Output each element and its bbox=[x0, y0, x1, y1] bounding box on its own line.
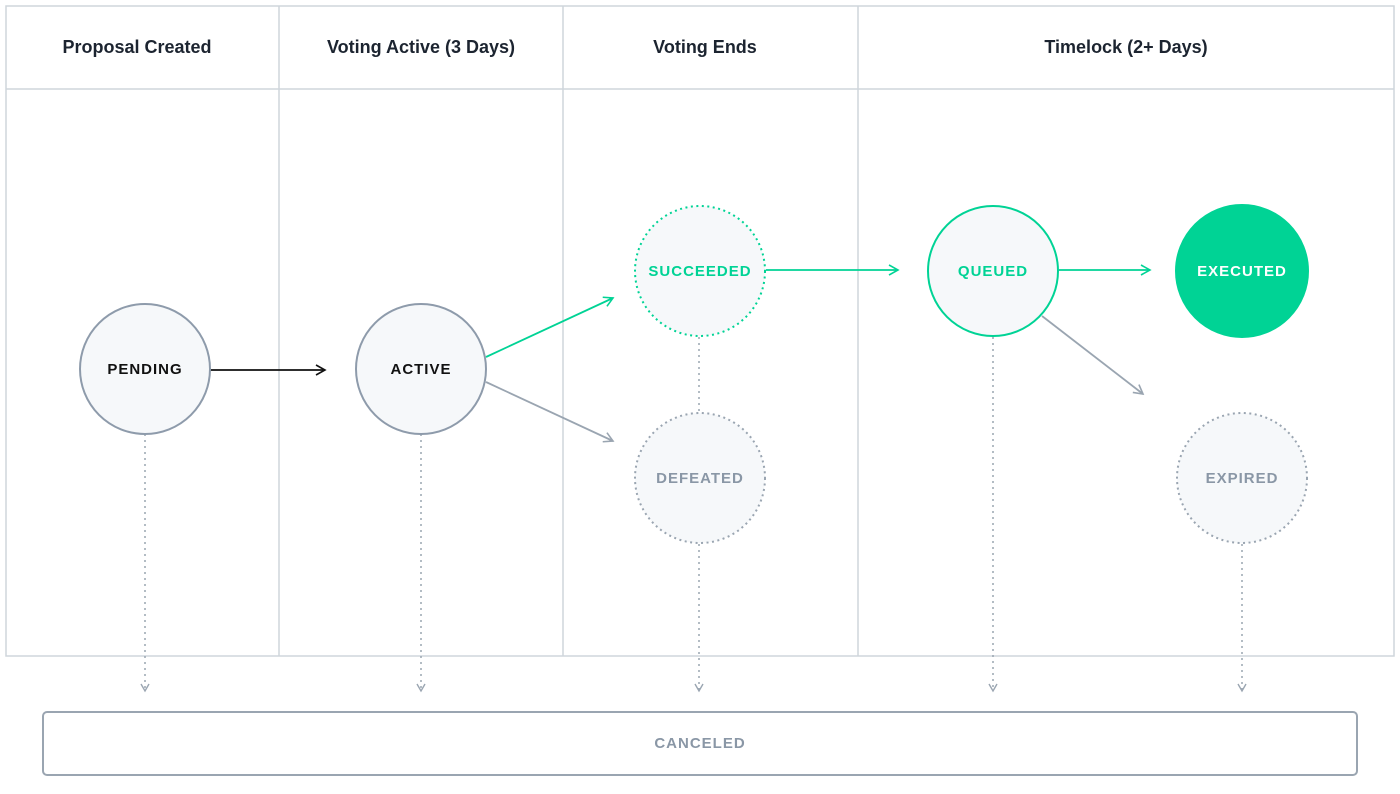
expired-label: EXPIRED bbox=[1206, 470, 1279, 487]
cancel-paths bbox=[140, 337, 1247, 693]
column-header-proposal-created: Proposal Created bbox=[62, 37, 211, 57]
arrow-queued-to-expired bbox=[1041, 315, 1145, 396]
state-canceled-bar: CANCELED bbox=[42, 711, 1358, 776]
arrow-active-to-succeeded bbox=[485, 296, 615, 358]
pending-circle bbox=[79, 303, 211, 435]
state-node-succeeded: SUCCEEDED bbox=[634, 205, 766, 337]
expired-circle bbox=[1176, 412, 1308, 544]
state-node-expired: EXPIRED bbox=[1176, 412, 1308, 544]
defeated-circle bbox=[634, 412, 766, 544]
succeeded-circle bbox=[634, 205, 766, 337]
state-node-defeated: DEFEATED bbox=[634, 412, 766, 544]
active-label: ACTIVE bbox=[390, 361, 451, 378]
column-header-voting-active: Voting Active (3 Days) bbox=[327, 37, 515, 57]
canceled-box bbox=[42, 711, 1358, 776]
queued-label: QUEUED bbox=[958, 263, 1028, 280]
column-header-voting-ends: Voting Ends bbox=[653, 37, 757, 57]
state-node-queued: QUEUED bbox=[927, 205, 1059, 337]
succeeded-label: SUCCEEDED bbox=[648, 263, 751, 280]
defeated-label: DEFEATED bbox=[656, 470, 744, 487]
column-grid bbox=[5, 5, 1395, 657]
state-node-active: ACTIVE bbox=[355, 303, 487, 435]
grid-frame bbox=[5, 5, 1395, 657]
column-header-timelock: Timelock (2+ Days) bbox=[1044, 37, 1207, 57]
pending-label: PENDING bbox=[107, 361, 182, 378]
arrow-active-to-defeated bbox=[485, 381, 615, 443]
queued-circle bbox=[927, 205, 1059, 337]
state-node-executed: EXECUTED bbox=[1175, 204, 1309, 338]
canceled-label: CANCELED bbox=[654, 735, 745, 752]
executed-label: EXECUTED bbox=[1197, 263, 1287, 280]
state-node-pending: PENDING bbox=[79, 303, 211, 435]
active-circle bbox=[355, 303, 487, 435]
executed-circle bbox=[1175, 204, 1309, 338]
